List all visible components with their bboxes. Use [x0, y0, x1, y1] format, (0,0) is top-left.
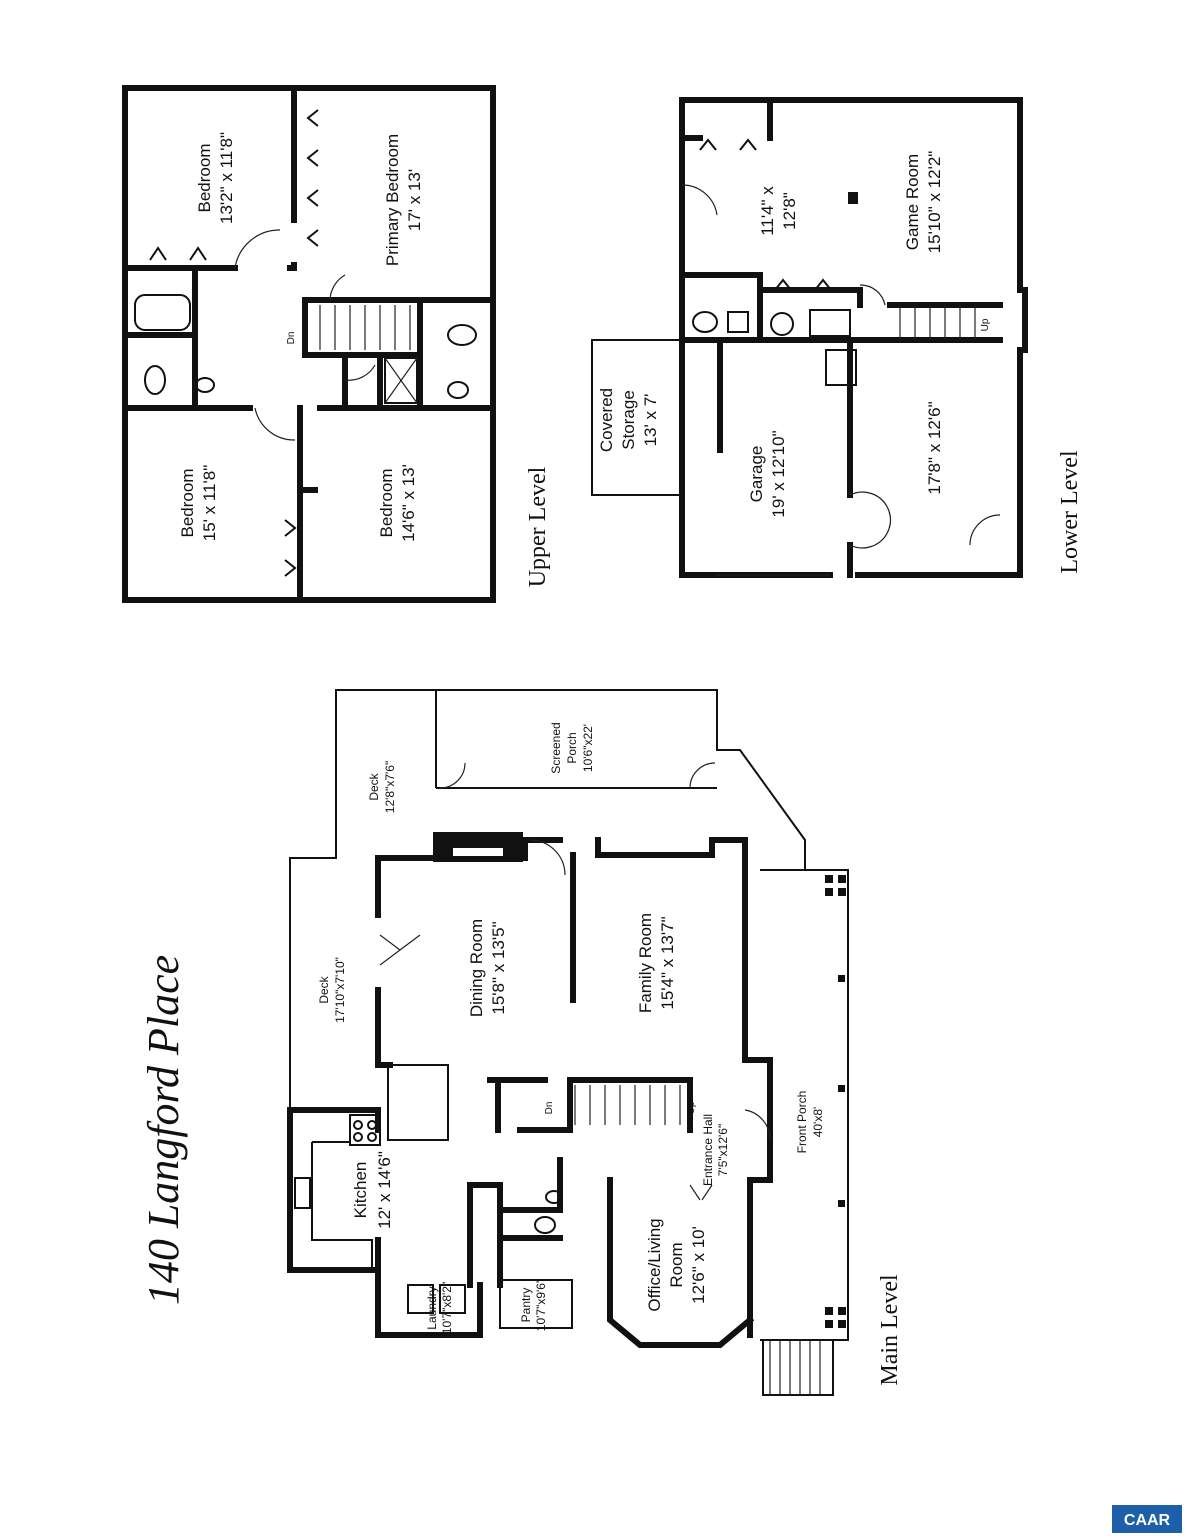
pantry-name: Pantry [519, 1288, 533, 1323]
main-level-label: Main Level [877, 1274, 903, 1386]
kitchen-name: Kitchen [351, 1162, 370, 1219]
main-stairs-dn-label: Dn [544, 1102, 555, 1115]
property-title: 140 Langford Place [139, 955, 188, 1305]
entrance-hall-size: 7'5"x12'6" [716, 1124, 730, 1176]
small-room-size-line2: 12'8" [780, 192, 799, 230]
lower-stairs-up-label: Up [980, 318, 991, 331]
office-line2: Room [667, 1242, 686, 1287]
covered-storage-line1: Covered [597, 388, 616, 452]
laundry-size: 10'7"x8'2" [440, 1282, 454, 1334]
upper-stairs-dn-label: Dn [286, 332, 297, 345]
screened-porch-size: 10'6"x22' [581, 724, 595, 772]
deck-left-name: Deck [317, 975, 331, 1003]
upper-bedroom-top-name: Bedroom [195, 144, 214, 213]
office-line1: Office/Living [645, 1218, 664, 1311]
dining-room-size: 15'8" x 13'5" [489, 921, 508, 1014]
upper-bedroom-left-size: 15' x 11'8" [200, 465, 219, 541]
entrance-hall-name: Entrance Hall [701, 1114, 715, 1186]
screened-porch-line1: Screened [549, 722, 563, 773]
dining-room-name: Dining Room [467, 919, 486, 1017]
garage-name: Garage [747, 446, 766, 503]
front-porch-size: 40'x8' [811, 1107, 825, 1138]
upper-bedroom-top-size: 13'2" x 11'8" [217, 132, 236, 224]
game-room-size: 15'10" x 12'2" [925, 151, 944, 254]
covered-storage-line2: Storage [619, 390, 638, 450]
deck-top-size: 12'8"x7'6" [383, 761, 397, 813]
upper-bedroom-left-name: Bedroom [178, 469, 197, 538]
office-size: 12'6" x 10' [689, 1226, 708, 1304]
deck-left-size: 17'10"x7'10" [333, 957, 347, 1023]
lower-level-label: Lower Level [1057, 450, 1083, 574]
screened-porch-line2: Porch [565, 732, 579, 763]
upper-level-plan: Bedroom 13'2" x 11'8" Primary Bedroom 17… [122, 85, 551, 603]
main-stairs-up-label: Up [686, 1101, 697, 1114]
front-porch-name: Front Porch [795, 1091, 809, 1154]
kitchen-size: 12' x 14'6" [375, 1151, 394, 1229]
caar-badge-text: CAAR [1124, 1512, 1171, 1529]
primary-bedroom-name: Primary Bedroom [383, 134, 402, 266]
family-room-size: 15'4" x 13'7" [658, 916, 677, 1009]
laundry-name: Laundry [425, 1286, 439, 1329]
family-room-name: Family Room [636, 913, 655, 1013]
primary-bedroom-size: 17' x 13' [405, 169, 424, 231]
upper-bedroom-right-name: Bedroom [377, 469, 396, 538]
upper-bedroom-right-size: 14'6" x 13' [399, 464, 418, 542]
small-room-size-line1: 11'4" x [758, 186, 777, 236]
game-room-name: Game Room [903, 154, 922, 250]
caar-badge: CAAR [1112, 1505, 1182, 1533]
garage-size: 19' x 12'10" [769, 430, 788, 517]
workshop-size: 17'8" x 12'6" [925, 401, 944, 494]
lower-level-plan: Game Room 15'10" x 12'2" 11'4" x 12'8" C… [591, 97, 1083, 578]
covered-storage-size: 13' x 7' [641, 394, 660, 447]
deck-top-name: Deck [367, 772, 381, 800]
pantry-size: 10'7"x9'6" [534, 1279, 548, 1331]
main-level-plan: Deck 12'8"x7'6" Screened Porch 10'6"x22'… [287, 689, 903, 1396]
upper-level-label: Upper Level [525, 466, 551, 587]
